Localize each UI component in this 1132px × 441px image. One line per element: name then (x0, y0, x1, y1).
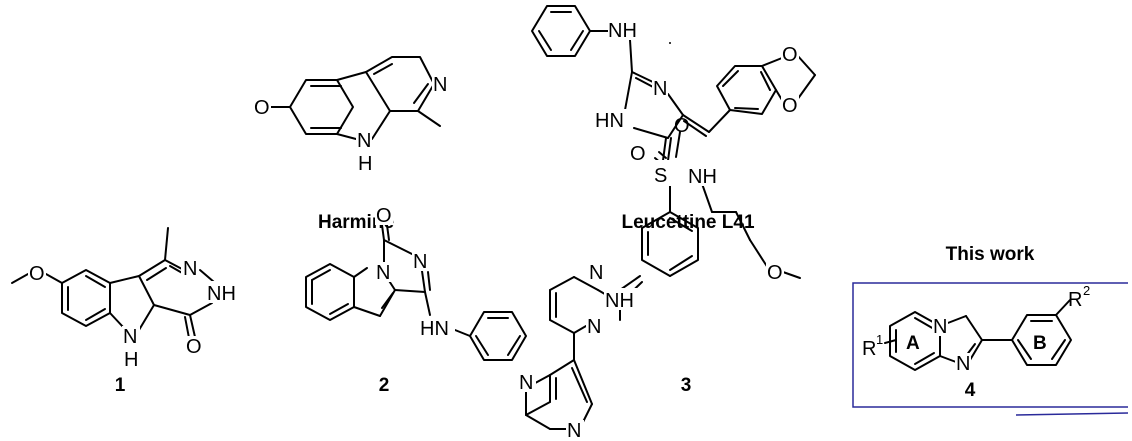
compound-3-atom-n-pyrimidine-bottom: N (587, 316, 601, 338)
compound-2-atom-n-imine: N (413, 251, 427, 273)
compound-2-atom-n-bridge: N (376, 262, 390, 284)
harmine-atom-n-pyridine: N (433, 74, 447, 96)
compound-2-atom-o: O (376, 205, 392, 227)
label-compound-2: 2 (379, 375, 390, 396)
compound-3-main-frame (619, 181, 671, 291)
leucettine-atom-hn: HN (595, 110, 624, 132)
label-compound-1: 1 (115, 375, 126, 396)
compound-1-atom-nh: NH (207, 283, 236, 305)
leucettine-atom-n-ring: N (653, 78, 667, 100)
compound-4-ring-a-label: A (906, 333, 920, 354)
label-compound-4: 4 (965, 380, 976, 401)
harmine-atom-o: O (254, 97, 270, 119)
compound-1-atom-o-methoxy: O (29, 263, 45, 285)
compound-3-atom-s: S (654, 165, 667, 187)
leucettine-atom-o-dioxole-top: O (782, 44, 798, 66)
compound-3-atom-n-imidazole: N (567, 420, 581, 441)
harmine-structure (270, 56, 441, 140)
compound-1-atom-n: N (183, 258, 197, 280)
compound-4-atom-n-imidazole: N (956, 353, 970, 375)
this-work-frame (852, 282, 1128, 408)
harmine-atom-n-indole: N (357, 130, 371, 152)
compound-4-r1: R (862, 338, 876, 360)
compound-4-ring-b-label: B (1033, 333, 1047, 354)
compound-1-atom-h: H (124, 349, 138, 371)
leucettine-atom-o-dioxole-bottom: O (782, 95, 798, 117)
compound-2-atom-hn: HN (420, 318, 449, 340)
leucettine-atom-nh: NH (608, 20, 637, 42)
label-compound-3: 3 (681, 375, 692, 396)
compound-3-atom-o-left: O (630, 143, 646, 165)
compound-2-structure (305, 224, 527, 361)
compound-3-atom-nh-aniline: NH (605, 290, 634, 312)
compound-3-atom-o-top: O (674, 115, 690, 137)
compound-3-atom-n-pyrimidine-top: N (589, 262, 603, 284)
compound-4-atom-n-bridge: N (933, 316, 947, 338)
harmine-atom-h: H (358, 153, 372, 175)
compound-4-structure (889, 299, 1072, 371)
compound-1-atom-n-indole: N (123, 326, 137, 348)
this-work-frame-underline (1015, 412, 1129, 416)
compound-3-atom-n-bridge: N (519, 372, 533, 394)
compound-3-atom-o-ether: O (767, 262, 783, 284)
compound-4-r1-subscript: 1 (876, 332, 883, 347)
compound-1-structure (11, 227, 215, 339)
compound-4-r2-subscript: 2 (1083, 283, 1090, 298)
leucettine-structure (531, 5, 816, 169)
compound-1-atom-o-carbonyl: O (186, 336, 202, 358)
compound-3-structure (525, 42, 801, 430)
compound-3-atom-nh-sulfonamide: NH (688, 166, 717, 188)
compound-4-r2: R (1068, 289, 1082, 311)
label-this-work: This work (946, 244, 1035, 265)
